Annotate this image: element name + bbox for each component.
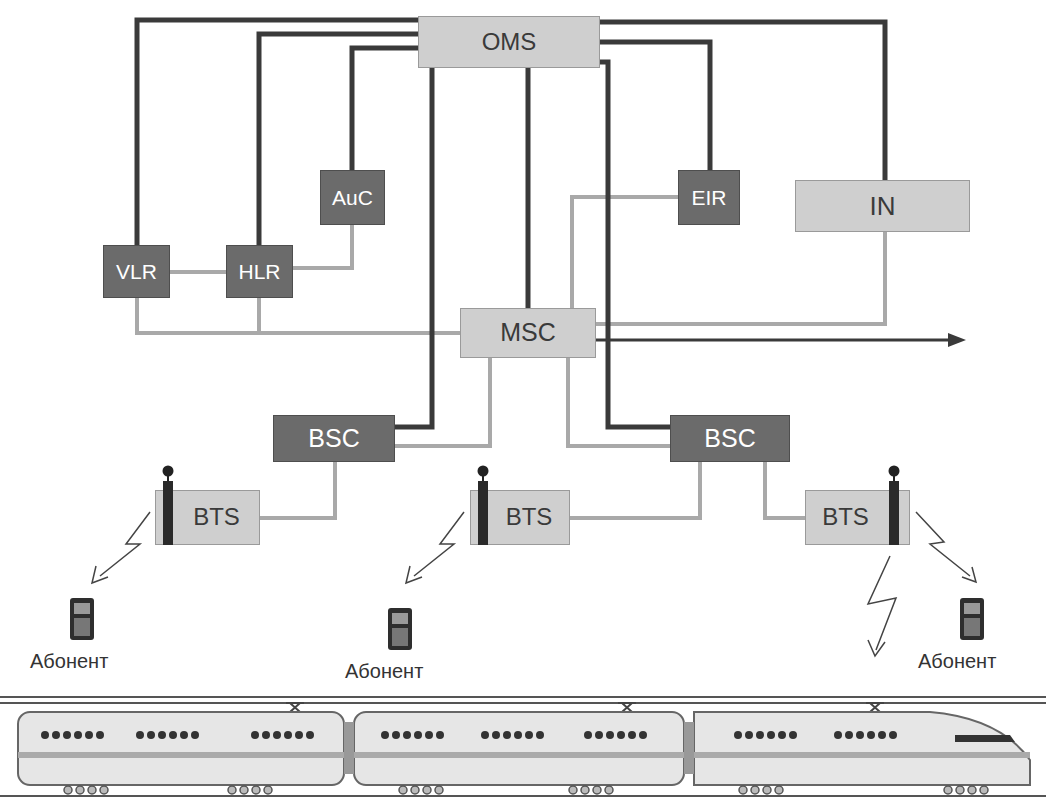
signal-link xyxy=(568,358,670,446)
eir-box: EIR xyxy=(678,170,740,225)
rail xyxy=(0,697,1046,796)
mobile-phone xyxy=(960,598,984,640)
train xyxy=(18,703,1030,794)
auc-box: AuC xyxy=(320,170,385,225)
node-label: AuC xyxy=(332,186,373,209)
msc-box: MSC xyxy=(460,308,596,358)
signal-link xyxy=(293,225,352,268)
mobile-phone xyxy=(70,598,94,640)
subscriber-label: Абонент xyxy=(918,650,996,673)
antenna-symbol xyxy=(474,465,494,555)
outgoing-arrow xyxy=(596,333,966,347)
bts-box: BTS xyxy=(805,490,910,545)
in-box: IN xyxy=(795,180,970,232)
management-link xyxy=(137,20,418,245)
signal-link xyxy=(596,232,885,324)
management-link xyxy=(600,42,710,170)
mobile-phone xyxy=(388,608,412,650)
management-link xyxy=(352,48,418,170)
signal-link xyxy=(570,462,700,518)
antenna-symbol xyxy=(885,465,905,555)
bsc-box: BSC xyxy=(273,415,395,462)
signal-link xyxy=(170,272,226,273)
management-link xyxy=(395,68,432,427)
vlr-box: VLR xyxy=(103,245,170,298)
subscriber-label: Абонент xyxy=(30,650,108,673)
subscriber-label: Абонент xyxy=(345,660,423,683)
management-link xyxy=(528,68,529,308)
node-label: MSC xyxy=(500,319,556,347)
signal-link xyxy=(137,298,460,333)
management-link xyxy=(600,22,885,180)
bts-box: BTS xyxy=(470,490,570,545)
node-label: IN xyxy=(870,192,896,221)
node-label: VLR xyxy=(116,260,157,283)
antenna-symbol xyxy=(159,465,179,555)
node-label: BTS xyxy=(193,504,240,530)
oms-box: OMS xyxy=(418,16,600,68)
bts-box: BTS xyxy=(155,490,260,545)
node-label: BTS xyxy=(822,504,869,530)
management-link xyxy=(600,62,670,427)
signal-link xyxy=(765,462,805,518)
management-link xyxy=(259,34,418,245)
signal-link xyxy=(260,462,335,518)
node-label: HLR xyxy=(238,260,280,283)
node-label: EIR xyxy=(691,186,726,209)
signal-link xyxy=(572,197,678,308)
node-label: OMS xyxy=(482,29,537,55)
node-label: BSC xyxy=(308,425,359,453)
node-label: BTS xyxy=(506,504,553,530)
node-label: BSC xyxy=(704,425,755,453)
signal-link xyxy=(395,358,490,446)
hlr-box: HLR xyxy=(226,245,293,298)
bsc-box: BSC xyxy=(670,415,790,462)
